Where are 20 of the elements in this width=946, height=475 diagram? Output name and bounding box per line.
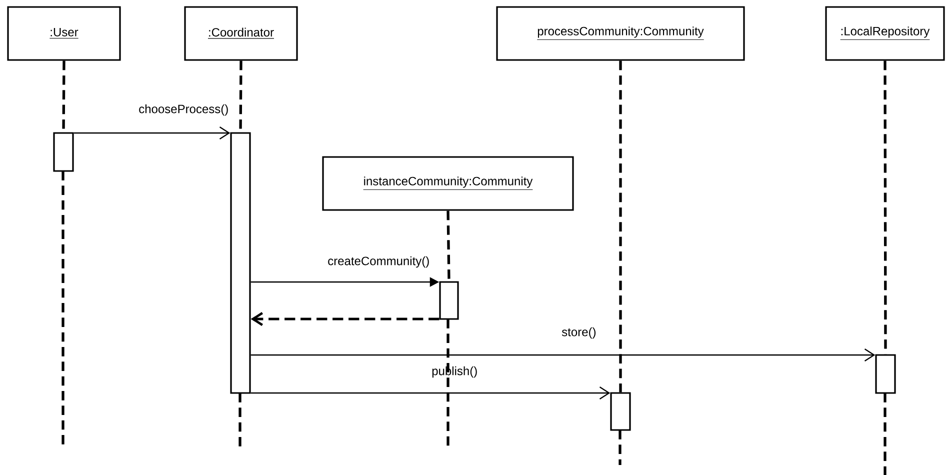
message-label: createCommunity()	[328, 256, 429, 268]
activation-bar	[875, 354, 896, 394]
object-box: instanceCommunity:Community	[322, 156, 574, 211]
message-arrow	[250, 348, 876, 362]
message-arrow	[74, 126, 230, 140]
message-arrow	[250, 386, 610, 400]
object-box: processCommunity:Community	[496, 6, 745, 61]
message-label: chooseProcess()	[139, 104, 228, 116]
activation-bar	[610, 392, 631, 431]
message-label: publish()	[432, 366, 477, 378]
object-box: :LocalRepository	[825, 6, 945, 61]
message-label: store()	[562, 327, 596, 339]
activation-bar	[439, 281, 459, 320]
message-arrow	[250, 312, 440, 326]
object-box: :User	[7, 6, 121, 61]
activation-bar	[230, 132, 251, 394]
lifeline	[446, 210, 450, 282]
object-box: :Coordinator	[184, 6, 298, 61]
lifeline	[619, 60, 622, 392]
activation-bar	[53, 132, 74, 172]
